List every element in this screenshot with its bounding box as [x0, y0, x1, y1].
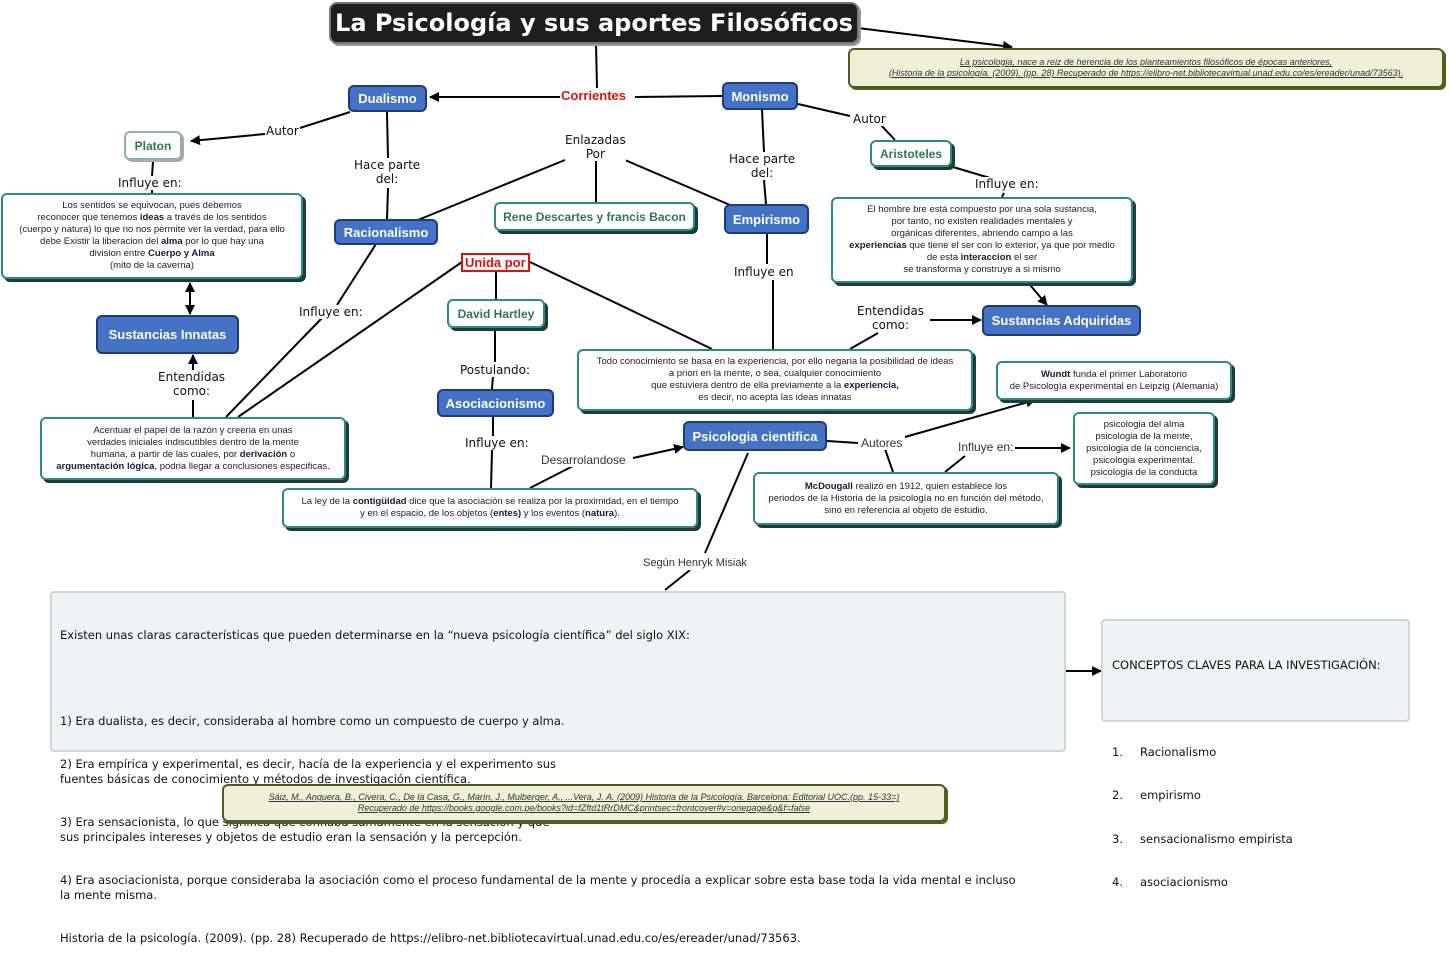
link-autor-dualismo: Autor	[266, 124, 299, 138]
link-influye-asociacionismo: Influye en:	[465, 436, 529, 450]
key-concepts-panel: CONCEPTOS CLAVES PARA LA INVESTIGACIÓN: …	[1101, 619, 1410, 889]
reference-top-line1: La psicologia, nace a reiz de herencia d…	[959, 57, 1333, 67]
concept-asociacionismo[interactable]: Asociacionismo	[437, 389, 554, 417]
link-entendidas-adquiridas: Entendidas como:	[857, 304, 925, 332]
person-platon[interactable]: Platon	[124, 131, 182, 160]
link-corrientes: Corrientes	[561, 88, 627, 103]
link-desarrolandose: Desarrolandose	[541, 453, 626, 467]
panel-citation: Historia de la psicología. (2009). (pp. …	[60, 931, 801, 945]
key-concept-item: 1.Racionalismo	[1112, 744, 1217, 759]
link-autores: Autores	[861, 436, 903, 450]
link-enlazadas-por: Enlazadas Por	[565, 133, 626, 161]
concept-dualismo[interactable]: Dualismo	[348, 85, 427, 112]
person-descartes-bacon[interactable]: Rene Descartes y francis Bacon	[494, 202, 695, 231]
concept-sustancias-innatas[interactable]: Sustancias Innatas	[96, 315, 239, 354]
panel-item-4: 4) Era asociacionista, porque considerab…	[60, 873, 1016, 902]
mcdougall-description: McDougall realizó en 1912, quien estable…	[753, 472, 1059, 525]
link-influye-mcdougall: Influye en:	[958, 440, 1014, 454]
reference-top-line2: (Historia de la psicología. (2009). (pp.…	[888, 68, 1404, 78]
link-unida-por: Unida por	[461, 253, 530, 272]
concept-monismo[interactable]: Monismo	[722, 82, 798, 110]
panel-item-2: 2) Era empírica y experimental, es decir…	[60, 757, 557, 786]
key-concept-item: 3.sensacionalismo empirista	[1112, 831, 1293, 846]
map-title: La Psicología y sus aportes Filosóficos	[329, 2, 859, 44]
racionalismo-description: Acentuar el papel de la razón y creeria …	[40, 417, 346, 480]
reference-bottom-line1: Sáiz, M., Anguera, B., Civera, C., De la…	[268, 792, 900, 802]
key-concept-item: 4.asociacionismo	[1112, 875, 1228, 889]
link-influye-aristoteles: Influye en:	[975, 177, 1039, 191]
misiak-characteristics-panel: Existen unas claras características que …	[50, 591, 1066, 945]
concept-racionalismo[interactable]: Racionalismo	[334, 219, 438, 245]
connection-lines	[151, 27, 1102, 676]
link-autor-monismo: Autor	[853, 112, 886, 126]
empirismo-description: Todo conocimiento se basa en la experien…	[577, 349, 973, 411]
aristoteles-description: El hombre bre está compuesto por una sol…	[831, 197, 1133, 283]
key-concept-item: 2.empirismo	[1112, 788, 1201, 802]
link-hace-parte-dualismo: Hace parte del:	[354, 158, 421, 186]
person-aristoteles[interactable]: Aristoteles	[870, 140, 952, 167]
link-influye-platon: Influye en:	[118, 176, 182, 190]
contiguidad-description: La ley de la contigüidad dice que la aso…	[282, 488, 698, 528]
concept-empirismo[interactable]: Empirismo	[724, 204, 809, 234]
panel-intro: Existen unas claras características que …	[60, 628, 690, 642]
concept-psicologia-cientifica[interactable]: Psicologia cientifica	[683, 421, 827, 451]
reference-bottom-line2: Recuperado de https://books.google.com.p…	[357, 803, 811, 813]
reference-top[interactable]: La psicologia, nace a reiz de herencia d…	[848, 48, 1444, 88]
link-postulando: Postulando:	[460, 363, 531, 377]
link-influye-racionalismo: Influye en:	[299, 305, 363, 319]
concept-sustancias-adquiridas[interactable]: Sustancias Adquiridas	[982, 305, 1141, 336]
key-concepts-heading: CONCEPTOS CLAVES PARA LA INVESTIGACIÓN:	[1112, 658, 1381, 672]
link-entendidas-innatas: Entendidas como:	[158, 370, 226, 398]
person-david-hartley[interactable]: David Hartley	[447, 299, 545, 328]
panel-item-1: 1) Era dualista, es decir, consideraba a…	[60, 713, 565, 728]
reference-bottom[interactable]: Sáiz, M., Anguera, B., Civera, C., De la…	[222, 784, 946, 822]
link-hace-parte-monismo: Hace parte del:	[729, 152, 796, 180]
link-influye-empirismo: Influye en	[734, 265, 794, 279]
link-segun-misiak: Según Henryk Misiak	[643, 556, 747, 570]
